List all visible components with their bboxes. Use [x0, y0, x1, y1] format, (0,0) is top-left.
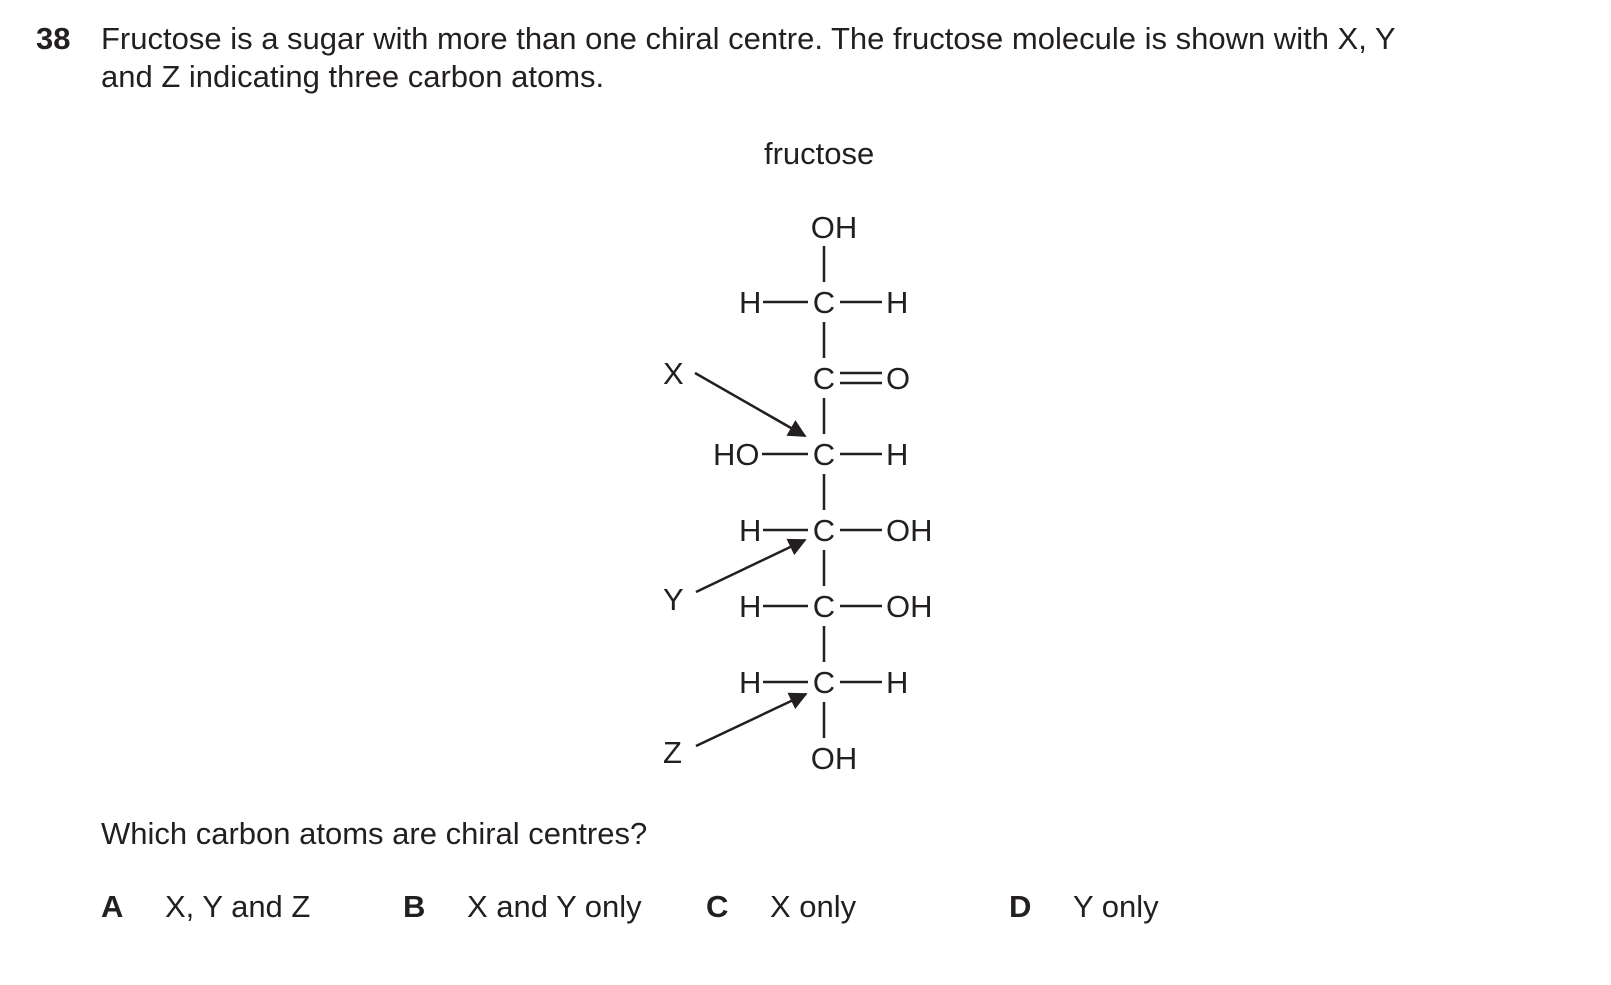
question-number: 38 [36, 21, 71, 56]
row1-carbon: C [813, 285, 835, 320]
row1-left-atom: H [739, 285, 761, 320]
row3-left-group: HO [713, 437, 760, 472]
row1-right-atom: H [886, 285, 908, 320]
option-a-letter: A [101, 889, 124, 924]
option-d-text: Y only [1073, 889, 1159, 924]
row5-carbon: C [813, 589, 835, 624]
row4-carbon: C [813, 513, 835, 548]
option-b-letter: B [403, 889, 426, 924]
question-stem: Fructose is a sugar with more than one c… [101, 20, 1571, 96]
marker-z-label: Z [663, 735, 682, 770]
option-c-text: X only [770, 889, 857, 924]
option-c[interactable]: C X only [706, 888, 856, 926]
option-d-letter: D [1009, 889, 1032, 924]
option-a[interactable]: A X, Y and Z [101, 888, 310, 926]
bottom-hydroxyl-group: OH [811, 741, 858, 776]
question-stem-line-1: Fructose is a sugar with more than one c… [101, 21, 1396, 56]
option-b[interactable]: B X and Y only [403, 888, 642, 926]
marker-y-arrow [695, 538, 807, 594]
marker-x-arrow [694, 371, 807, 438]
question-stem-line-2: and Z indicating three carbon atoms. [101, 59, 605, 94]
diagram-title: fructose [764, 136, 875, 171]
option-c-letter: C [706, 889, 729, 924]
marker-x-label: X [663, 356, 684, 391]
row4-left-atom: H [739, 513, 761, 548]
option-b-text: X and Y only [467, 889, 642, 924]
row6-right-atom: H [886, 665, 908, 700]
option-d[interactable]: D Y only [1009, 888, 1159, 926]
option-a-text: X, Y and Z [165, 889, 311, 924]
row3-right-atom: H [886, 437, 908, 472]
question-prompt: Which carbon atoms are chiral centres? [101, 816, 648, 851]
row3-carbon: C [813, 437, 835, 472]
row4-right-group: OH [886, 513, 933, 548]
row2-carbon: C [813, 361, 835, 396]
row2-right-atom: O [886, 361, 910, 396]
row6-carbon: C [813, 665, 835, 700]
marker-y-label: Y [663, 582, 684, 617]
top-hydroxyl-group: OH [811, 210, 858, 245]
row5-left-atom: H [739, 589, 761, 624]
row6-left-atom: H [739, 665, 761, 700]
marker-z-arrow [695, 692, 808, 748]
row5-right-group: OH [886, 589, 933, 624]
